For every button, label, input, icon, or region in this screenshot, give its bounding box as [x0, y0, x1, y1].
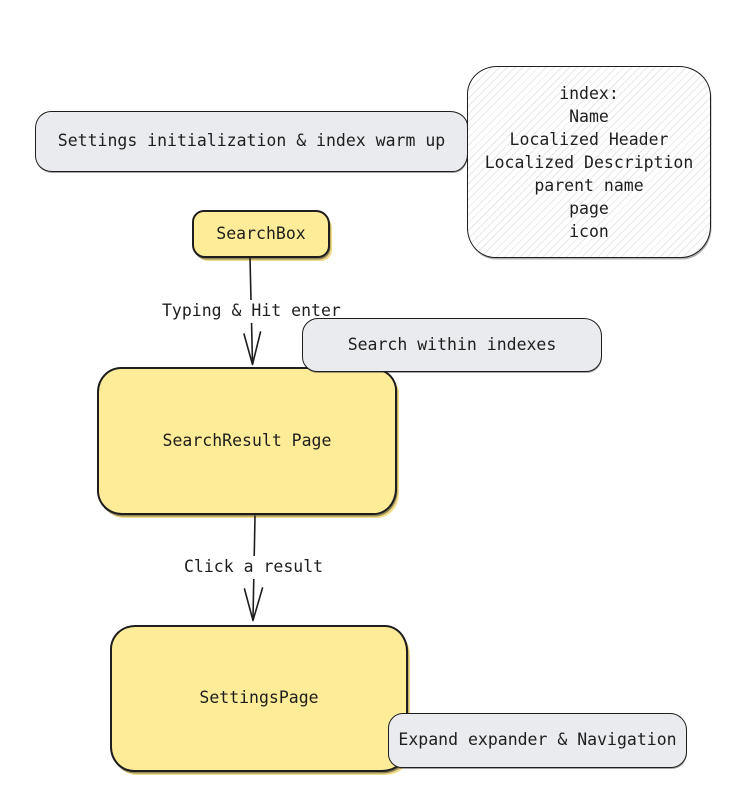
node-searchbox: SearchBox — [192, 210, 330, 258]
note-line-icon: icon — [569, 221, 609, 241]
node-settings-initialization: Settings initialization & index warm up — [35, 111, 468, 172]
arrow-searchbox-to-searchresult-head — [243, 331, 262, 366]
arrow-searchresult-to-settingspage-head — [243, 587, 264, 622]
node-settingspage-label: SettingsPage — [199, 688, 319, 708]
note-line-page: page — [569, 198, 609, 218]
node-expand-expander-navigation: Expand expander & Navigation — [388, 713, 687, 768]
note-line-localized-header: Localized Header — [509, 129, 669, 149]
note-line-parent-name: parent name — [534, 175, 644, 195]
note-line-localized-description: Localized Description — [484, 152, 694, 172]
note-line-index: index: — [559, 83, 619, 103]
note-line-name: Name — [569, 106, 609, 126]
node-search-within-indexes: Search within indexes — [302, 318, 602, 372]
node-searchresult-page: SearchResult Page — [97, 367, 397, 515]
node-searchresult-page-label: SearchResult Page — [162, 430, 332, 450]
edge-label-click-a-result: Click a result — [181, 556, 327, 579]
node-searchbox-label: SearchBox — [216, 223, 306, 243]
node-settingspage: SettingsPage — [110, 625, 408, 772]
node-expand-expander-navigation-label: Expand expander & Navigation — [398, 730, 677, 750]
node-settings-initialization-label: Settings initialization & index warm up — [57, 131, 446, 151]
node-search-within-indexes-label: Search within indexes — [347, 334, 557, 354]
node-index-note: index: Name Localized Header Localized D… — [467, 66, 711, 258]
